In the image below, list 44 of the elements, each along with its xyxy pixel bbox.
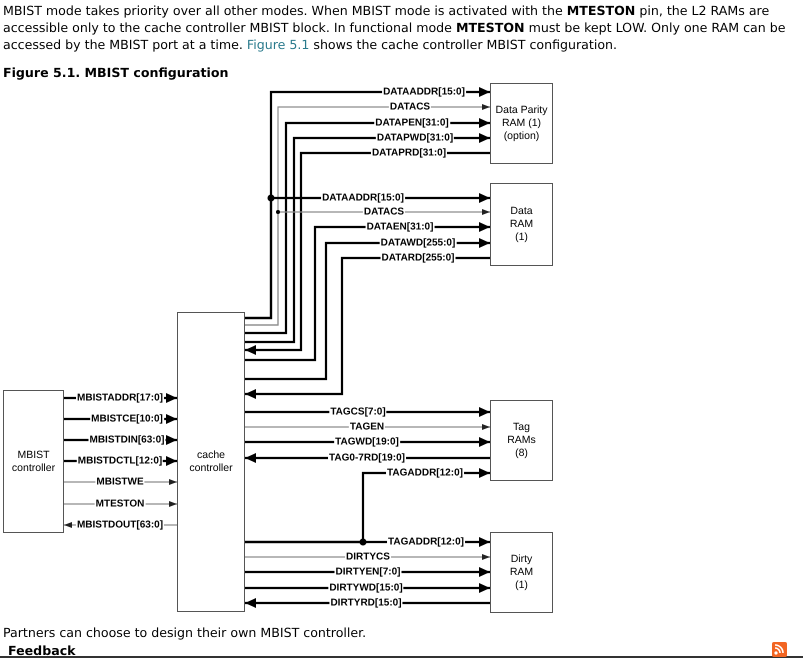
signal-label: TAG0-7RD[19:0]	[328, 452, 406, 464]
signal-label: DATAPEN[31:0]	[374, 118, 450, 128]
signal-label: DATAADDR[15:0]	[321, 192, 405, 204]
signal-label: MBISTCE[10:0]	[90, 414, 164, 424]
block-box	[177, 312, 245, 612]
signal-label: DATACS	[388, 102, 432, 112]
block-label: Dirty RAM (1)	[508, 553, 534, 592]
signal-label: TAGADDR[12:0]	[387, 536, 465, 548]
signal-label: MBISTDCTL[12:0]	[76, 456, 164, 466]
signal-label: TAGWD[19:0]	[334, 436, 400, 448]
signal-label: DIRTYCS	[345, 552, 391, 562]
paragraph: MBIST mode takes priority over all other modes. When MBIST mode is activated with the MTESTON pin, the L2 RAMs are accessible only to the cache controller MBIST block. In functional mode MTESTON must be kept LOW. Only one RAM can be accessed by the MBIST port at a time. Figure 5.1 shows the cache controller MBIST configuration.	[3, 2, 786, 53]
block-label: Tag RAMs (8)	[506, 421, 537, 460]
signal-label: MTESTON	[94, 498, 146, 510]
signal-label: DATAPWD[31:0]	[376, 132, 454, 144]
figure-link: Figure 5.1	[246, 37, 310, 52]
block-box	[490, 400, 553, 481]
block-label: Data Parity RAM (1) (option)	[494, 104, 548, 143]
block-box	[3, 390, 64, 533]
signal-label: DATARD[255:0]	[380, 252, 456, 264]
signal-label: DATAWD[255:0]	[380, 238, 456, 248]
section-heading: Feedback	[8, 644, 76, 658]
signal-label: DATACS	[362, 206, 406, 218]
signal-label: DATAADDR[15:0]	[382, 86, 466, 98]
signal-label: TAGEN	[348, 422, 386, 432]
signal-label: MBISTDOUT[63:0]	[76, 520, 164, 530]
signal-label: DIRTYRD[15:0]	[329, 598, 403, 608]
block-box	[490, 183, 553, 266]
signal-label: MBISTWE	[95, 476, 145, 488]
signal-label: TAGCS[7:0]	[329, 406, 387, 418]
block-box	[490, 532, 553, 613]
signal-label: DIRTYWD[15:0]	[328, 582, 404, 594]
figure-title: Figure 5.1. MBIST configuration	[3, 65, 228, 80]
signal-label: DATAEN[31:0]	[366, 222, 434, 232]
body-text: Partners can choose to design their own MBIST controller.	[3, 625, 366, 640]
block-box	[490, 83, 553, 164]
signal-label: TAGADDR[12:0]	[386, 468, 464, 478]
signal-label: MBISTADDR[17:0]	[76, 392, 164, 404]
signal-label: DATAPRD[31:0]	[370, 148, 448, 158]
block-label: MBIST controller	[10, 448, 56, 474]
block-label: Data RAM (1)	[508, 205, 534, 244]
signal-label: MBISTDIN[63:0]	[88, 434, 166, 446]
block-label: cache controller	[188, 449, 234, 475]
signal-label: DIRTYEN[7:0]	[334, 566, 402, 578]
